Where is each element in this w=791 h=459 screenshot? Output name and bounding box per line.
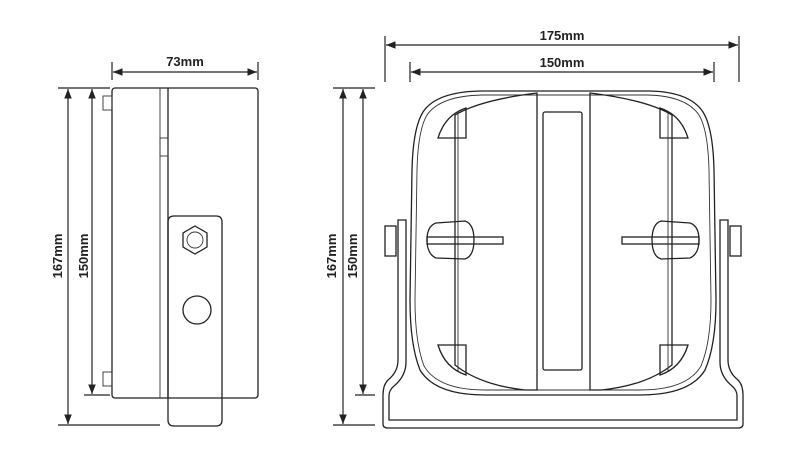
mount-hole-icon — [182, 295, 212, 325]
center-slot — [542, 111, 583, 371]
front-overall-height-label: 167mm — [324, 234, 339, 279]
front-body-height-label: 150mm — [345, 234, 360, 279]
side-overall-height-label: 167mm — [50, 234, 65, 279]
side-width-label: 73mm — [166, 54, 204, 69]
front-overall-width-dimension: 175mm — [384, 28, 740, 82]
front-overall-height-dimension: 167mm — [324, 87, 375, 426]
side-body — [102, 87, 259, 427]
left-knob — [426, 220, 475, 260]
hex-nut-icon — [182, 225, 208, 255]
front-body-width-dimension: 150mm — [409, 55, 715, 82]
right-nut-icon — [729, 225, 742, 257]
side-overall-height-dimension: 167mm — [50, 87, 160, 426]
side-body-height-label: 150mm — [76, 234, 91, 279]
front-overall-width-label: 175mm — [540, 28, 585, 43]
right-knob — [651, 220, 700, 260]
front-body-height-dimension: 150mm — [345, 89, 375, 396]
front-view: 175mm 150mm 167mm 150mm — [324, 28, 744, 429]
front-body — [382, 90, 744, 429]
front-body-width-label: 150mm — [540, 55, 585, 70]
side-width-dimension: 73mm — [111, 54, 259, 80]
left-nut-icon — [384, 225, 397, 257]
side-body-height-dimension: 150mm — [76, 89, 110, 396]
side-view: 73mm 167mm 150mm — [50, 54, 259, 427]
